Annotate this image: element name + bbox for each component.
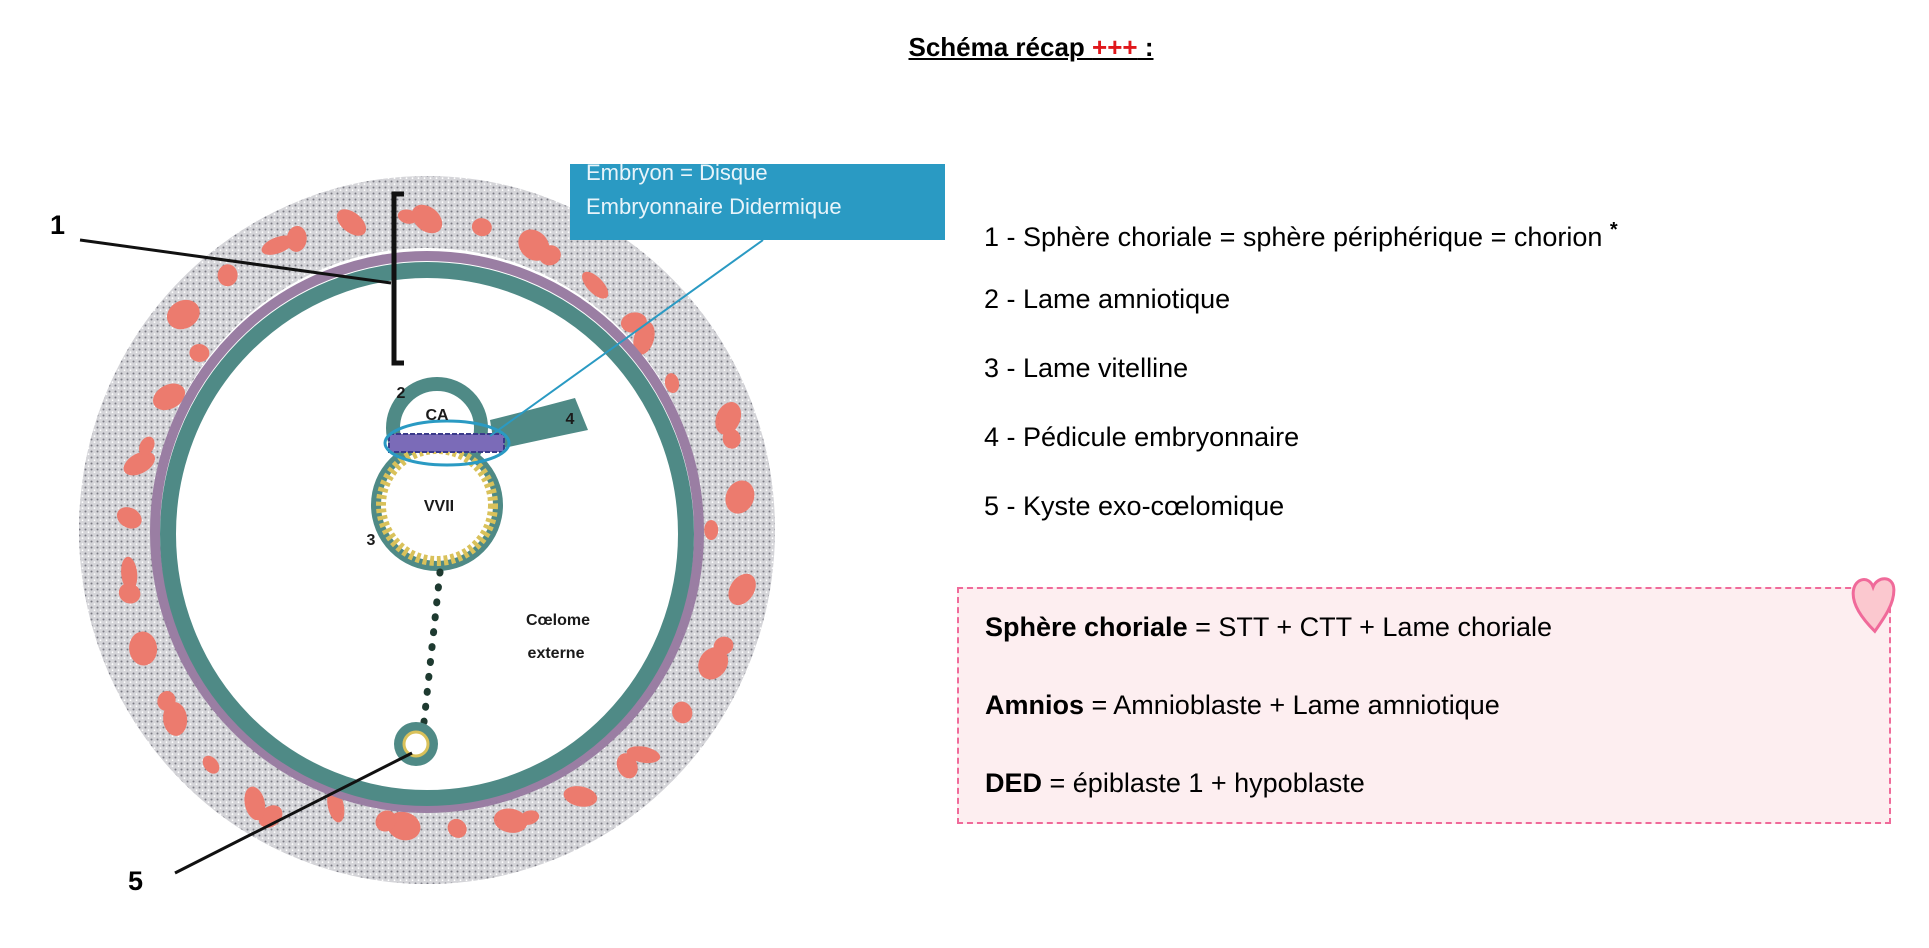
villus xyxy=(217,264,238,287)
yolk-sac-wall xyxy=(376,444,498,566)
purple-layer xyxy=(150,251,704,813)
villus xyxy=(664,373,680,394)
label-1: 1 xyxy=(50,210,66,240)
villus xyxy=(166,299,200,330)
villus xyxy=(626,746,661,764)
villus xyxy=(563,786,598,807)
legend-item: 1 - Sphère choriale = sphère périphériqu… xyxy=(984,219,1618,252)
asterisk: * xyxy=(1609,219,1618,241)
label-5: 5 xyxy=(128,866,144,896)
villus xyxy=(411,204,443,234)
villus xyxy=(493,808,528,833)
teal-layer xyxy=(160,262,694,806)
exocoelomic-cyst-inner xyxy=(402,730,430,758)
label-coelome: Cœlome xyxy=(526,612,590,629)
villus xyxy=(153,383,186,411)
pointer-line-5 xyxy=(174,751,413,875)
villus xyxy=(121,556,138,591)
legend-item: 2 - Lame amniotique xyxy=(984,284,1231,314)
villus xyxy=(129,631,158,666)
villus xyxy=(704,520,719,540)
villus xyxy=(139,436,155,456)
label-ca: CA xyxy=(425,407,449,424)
villus xyxy=(722,428,741,449)
villus xyxy=(123,451,156,476)
callout-box: Embryon = Disque Embryonnaire Didermique xyxy=(570,164,945,240)
villus xyxy=(336,209,367,236)
villus xyxy=(728,573,756,606)
legend-item: 5 - Kyste exo-cœlomique xyxy=(984,491,1285,521)
recap-row: Sphère choriale = STT + CTT + Lame chori… xyxy=(985,612,1553,642)
villus xyxy=(118,583,141,604)
villus xyxy=(163,702,188,736)
page-title: Schéma récap +++ : xyxy=(908,32,1154,62)
villus xyxy=(672,701,693,724)
embryonic-disc xyxy=(388,433,505,453)
label-3: 3 xyxy=(366,532,376,549)
recap-box: Sphère choriale = STT + CTT + Lame chori… xyxy=(957,587,1891,824)
label-4: 4 xyxy=(565,411,575,428)
emphasis-marks: +++ xyxy=(1092,32,1138,62)
legend-item: 3 - Lame vitelline xyxy=(984,353,1189,383)
villus xyxy=(116,507,142,529)
label-externe: externe xyxy=(527,645,585,662)
recap-row: DED = épiblaste 1 + hypoblaste xyxy=(985,768,1365,798)
villus xyxy=(447,818,467,838)
villus xyxy=(244,786,266,821)
villus xyxy=(725,480,755,514)
villus xyxy=(698,647,729,680)
chorionic-villi xyxy=(116,204,756,841)
villus xyxy=(471,218,492,237)
villus xyxy=(157,690,176,711)
legend-list: 1 - Sphère choriale = sphère périphériqu… xyxy=(984,210,1618,555)
villus xyxy=(715,402,742,435)
villus xyxy=(286,225,307,252)
villus xyxy=(189,343,210,363)
villus xyxy=(539,245,561,266)
disc-highlight xyxy=(383,419,511,467)
legend-item: 4 - Pédicule embryonnaire xyxy=(984,422,1300,452)
villus xyxy=(375,810,397,832)
heart-icon xyxy=(1851,577,1896,634)
vitelline-duct xyxy=(420,568,444,726)
villus xyxy=(202,755,220,774)
label-2: 2 xyxy=(396,385,406,402)
villus xyxy=(261,235,294,255)
pointer-line-1 xyxy=(79,238,392,285)
callout-line xyxy=(489,239,764,437)
label-vvii: VVII xyxy=(423,498,455,515)
villus xyxy=(616,753,638,779)
villus xyxy=(582,271,609,299)
bracket xyxy=(391,191,404,366)
embryonic-pedicle xyxy=(490,398,588,450)
recap-row: Amnios = Amnioblaste + Lame amniotique xyxy=(985,690,1500,720)
